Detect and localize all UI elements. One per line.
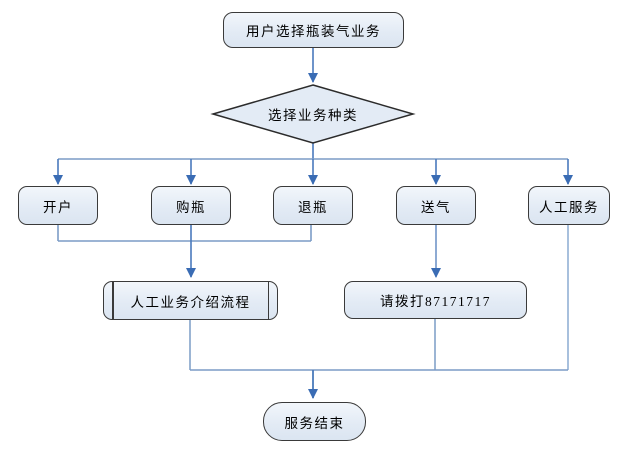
node-decision-label: 选择业务种类 — [268, 108, 358, 123]
node-deliver-gas-label: 送气 — [421, 199, 451, 215]
node-start: 用户选择瓶装气业务 — [223, 12, 404, 48]
decision-diamond-shape — [210, 84, 416, 144]
node-manual-process: 人工业务介绍流程 — [103, 281, 278, 320]
predefined-process-left-bar — [112, 282, 114, 319]
node-manual-service-label: 人工服务 — [539, 199, 599, 215]
node-open-account: 开户 — [18, 186, 98, 225]
node-buy-bottle: 购瓶 — [151, 186, 231, 225]
node-end-label: 服务结束 — [284, 415, 345, 431]
node-buy-bottle-label: 购瓶 — [176, 199, 206, 215]
node-deliver-gas: 送气 — [396, 186, 476, 225]
node-start-label: 用户选择瓶装气业务 — [246, 24, 381, 39]
node-call-process-label: 请拨打87171717 — [380, 294, 491, 309]
node-return-bottle-label: 退瓶 — [298, 199, 328, 215]
node-manual-service: 人工服务 — [528, 186, 610, 225]
node-return-bottle: 退瓶 — [273, 186, 353, 225]
node-end: 服务结束 — [263, 402, 366, 441]
predefined-process-right-bar — [267, 282, 269, 319]
node-call-process: 请拨打87171717 — [344, 281, 527, 319]
node-decision: 选择业务种类 — [213, 85, 413, 143]
node-open-account-label: 开户 — [43, 199, 73, 215]
node-manual-process-label: 人工业务介绍流程 — [130, 294, 251, 310]
